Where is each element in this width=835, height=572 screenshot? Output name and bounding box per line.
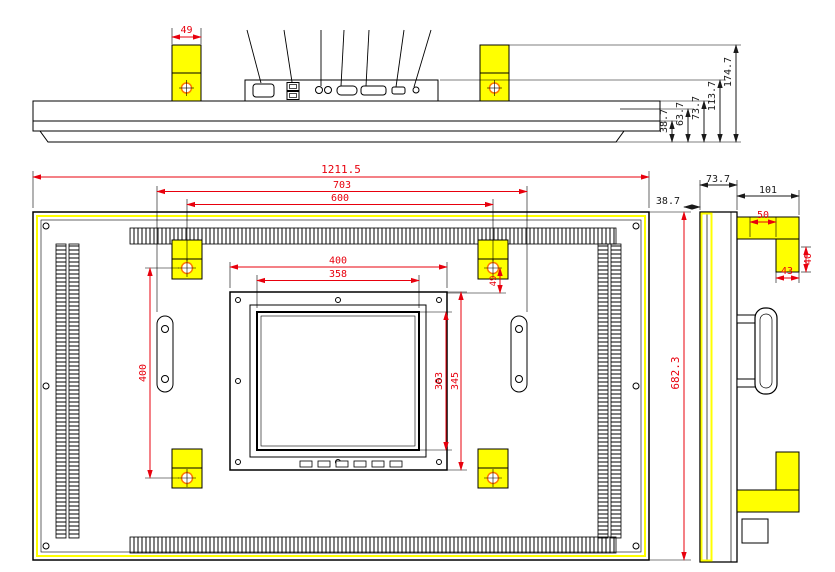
dim-screen-height: 303	[434, 372, 445, 390]
rear-highlight-frame	[36, 215, 646, 557]
vent-strip-bottom	[129, 536, 617, 554]
monitor-bottom-connectors	[299, 460, 403, 468]
monitor-chassis	[229, 291, 448, 471]
dim-top-bracket-width: 49	[180, 25, 192, 36]
dim-panel-width: 400	[329, 256, 347, 267]
dim-overall-height: 682.3	[669, 356, 682, 389]
dim-body-depth: 73.7	[706, 174, 730, 185]
top-view-bracket-left	[171, 44, 202, 102]
dim-mount-hole-vspan: 400	[138, 364, 149, 382]
top-view	[32, 29, 661, 143]
dim-panel-height: 345	[450, 372, 461, 390]
chassis-screws	[235, 297, 442, 465]
side-bracket-bottom	[736, 451, 800, 544]
dim-overall-width: 1211.5	[321, 163, 361, 176]
mount-bracket-bottom-right	[477, 448, 509, 489]
side-view	[699, 211, 800, 563]
monitor-screen	[256, 311, 420, 451]
side-bracket-top	[736, 216, 800, 273]
usb-ports-icon	[286, 82, 300, 100]
dc-jack-icon	[412, 86, 420, 94]
rear-view	[32, 211, 650, 561]
power-button-icon	[252, 83, 275, 98]
side-body	[699, 211, 738, 563]
bar-bracket-right	[510, 315, 528, 393]
dim-top-h2: 63.7	[675, 102, 686, 126]
dim-top-h5: 174.7	[723, 57, 734, 87]
hdmi-port-icon	[391, 86, 406, 95]
dim-foot-width: 43	[781, 266, 793, 277]
top-view-bracket-right	[479, 44, 510, 102]
monitor-bezel	[249, 304, 427, 458]
vent-strip-top	[129, 227, 617, 245]
mount-bracket-bottom-left	[171, 448, 203, 489]
dim-top-h4: 113.7	[707, 81, 718, 111]
dvi-port-icon	[360, 85, 387, 96]
dim-top-h1: 38.7	[659, 109, 670, 133]
dim-foot-height: 40	[803, 253, 814, 265]
vent-columns-right	[597, 243, 622, 539]
top-view-body	[32, 100, 661, 143]
vga-port-icon	[336, 85, 358, 96]
side-handle	[736, 307, 778, 395]
rear-view-dimensions: 1211.5 703 600 400 358 345 303 400 49 68…	[32, 163, 691, 561]
bar-bracket-left	[156, 315, 174, 393]
dim-gap: 38.7	[656, 196, 680, 207]
dim-bracket-depth: 101	[759, 185, 777, 196]
connector-panel	[244, 79, 439, 102]
dim-bracket-span-outer: 703	[333, 180, 351, 191]
open-frame-monitor	[229, 291, 448, 471]
audio-jacks-icon	[315, 86, 332, 94]
side-highlight-strip	[700, 212, 713, 562]
top-view-dimensions: 49 38.7 63.7 73.7 113.7 174.7	[171, 25, 741, 143]
connector-callout-leaders	[246, 29, 432, 88]
dim-top-h3: 73.7	[691, 96, 702, 120]
dim-mount-hole-span: 600	[331, 193, 349, 204]
vent-columns-left	[55, 243, 80, 539]
mount-bracket-top-left	[171, 239, 203, 280]
dim-screen-width: 358	[329, 269, 347, 280]
dim-side-bracket-width: 50	[757, 210, 769, 221]
dim-bracket-offset: 49	[489, 276, 499, 287]
side-view-dimensions: 73.7 101 38.7 50 43 40	[656, 174, 814, 283]
case-screws	[42, 222, 640, 550]
